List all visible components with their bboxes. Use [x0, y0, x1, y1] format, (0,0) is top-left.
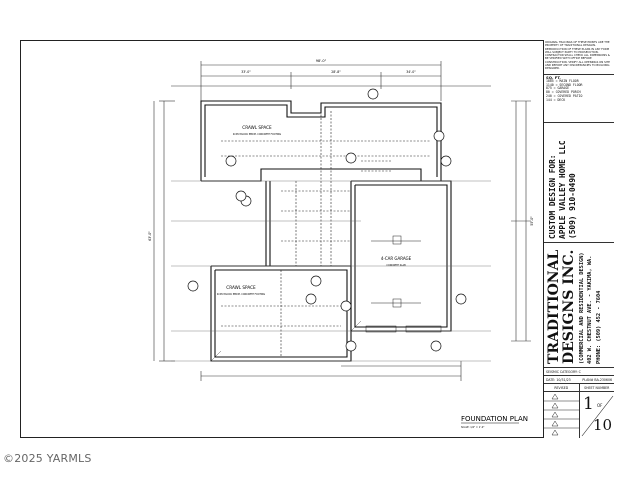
plan-scale: SCALE: 1/4" = 1'-0" [461, 426, 484, 429]
tb-sheet-number: 1 OF 10 [580, 392, 614, 438]
room-label-crawl-space-1: CRAWL SPACE [242, 125, 272, 130]
revision-triangles [544, 393, 579, 436]
tb-sqft-item: 80 = COVERED PORCH [546, 90, 581, 95]
tb-sqft-item: 1140 = SECOND FLOOR [546, 82, 583, 87]
tb-labels: REVISED SHEET NUMBER [544, 384, 614, 392]
tb-custom-design: CUSTOM DESIGN FOR: APPLE VALLEY HOME LLC… [544, 123, 614, 243]
tb-revised-label: REVISED [544, 384, 580, 391]
sheet-of: OF [597, 403, 603, 408]
tb-notes: ORIGINAL TRACINGS OF THESE PRINTS ARE TH… [544, 40, 614, 75]
sheet-number: 1 [583, 394, 594, 414]
tb-company-line4: 402 W. CHESTNUT AVE. - YAKIMA, WA. [587, 255, 593, 364]
tb-notes-text: ORIGINAL TRACINGS OF THESE PRINTS ARE TH… [545, 40, 610, 71]
dim-top-mid: 28'-8" [331, 70, 341, 74]
tb-company-line5: PHONE: (509) 452 - 7604 [596, 290, 602, 364]
title-block: ORIGINAL TRACINGS OF THESE PRINTS ARE TH… [543, 40, 614, 438]
plan-title: FOUNDATION PLAN [461, 415, 528, 423]
tb-seismic-text: SEISMIC CATEGORY: C [546, 370, 581, 374]
dim-side-right: 55'-0" [530, 216, 534, 226]
tb-custom-line3: (509) 910-0490 [568, 173, 577, 239]
tb-company-line1: TRADITIONAL [546, 249, 562, 364]
dim-top-right: 34'-0" [406, 70, 416, 74]
tb-sqft-item: 875 = GARAGE [546, 86, 570, 91]
tb-sqft: SQ. FT. 1805 = MAIN FLOOR 1140 = SECOND … [544, 75, 614, 123]
room-note-garage: CONCRETE SLAB [386, 264, 406, 267]
sheet-divider [581, 395, 614, 437]
tb-custom-line1: CUSTOM DESIGN FOR: [548, 154, 557, 240]
dim-top-left: 33'-0" [241, 70, 251, 74]
tb-revision-cells [544, 392, 580, 438]
tb-date: DATE: 10/31/23 [546, 378, 571, 382]
room-note-crawl-space-2: 4CMU BLOCK PERIM. CONCRETE FOOTING [217, 293, 266, 296]
tb-company: TRADITIONAL DESIGNS INC. (COMMERCIAL AND… [544, 243, 614, 368]
tb-date-plan: DATE: 10/31/23 PLAN# BA-230606 [544, 376, 614, 384]
room-label-crawl-space-2: CRAWL SPACE [226, 285, 256, 290]
tb-company-line3: (COMMERCIAL AND RESIDENTIAL DESIGN) [579, 252, 585, 364]
tb-sqft-item: 1805 = MAIN FLOOR [546, 78, 579, 83]
tb-custom-line2: APPLE VALLEY HOME LLC [558, 140, 567, 239]
sheet-total: 10 [593, 416, 613, 434]
tb-plan-number: PLAN# BA-230606 [582, 378, 612, 382]
tb-company-line2: DESIGNS INC. [561, 249, 577, 364]
tb-revision-sheet: 1 OF 10 [544, 392, 614, 438]
tb-sqft-item: 144 = DECK [546, 97, 566, 102]
room-label-garage: 4-CAR GARAGE [381, 256, 412, 261]
tb-seismic: SEISMIC CATEGORY: C [544, 368, 614, 376]
foundation-plan-drawing: CRAWL SPACE 4CMU BLOCK PERIM. CONCRETE F… [148, 59, 534, 429]
tb-sqft-heading: SQ. FT. [546, 75, 561, 80]
copyright-watermark: ©2025 YARMLS [3, 452, 92, 465]
dim-overall-width: 98'-0" [316, 59, 327, 63]
tb-sqft-item: 240 = COVERED PATIO [546, 93, 583, 98]
tb-sheet-label: SHEET NUMBER [584, 386, 610, 390]
room-note-crawl-space-1: 4CMU BLOCK PERIM. CONCRETE FOOTING [233, 133, 282, 136]
drawing-sheet: CRAWL SPACE 4CMU BLOCK PERIM. CONCRETE F… [20, 40, 614, 438]
dim-side: 63'-0" [148, 231, 152, 241]
